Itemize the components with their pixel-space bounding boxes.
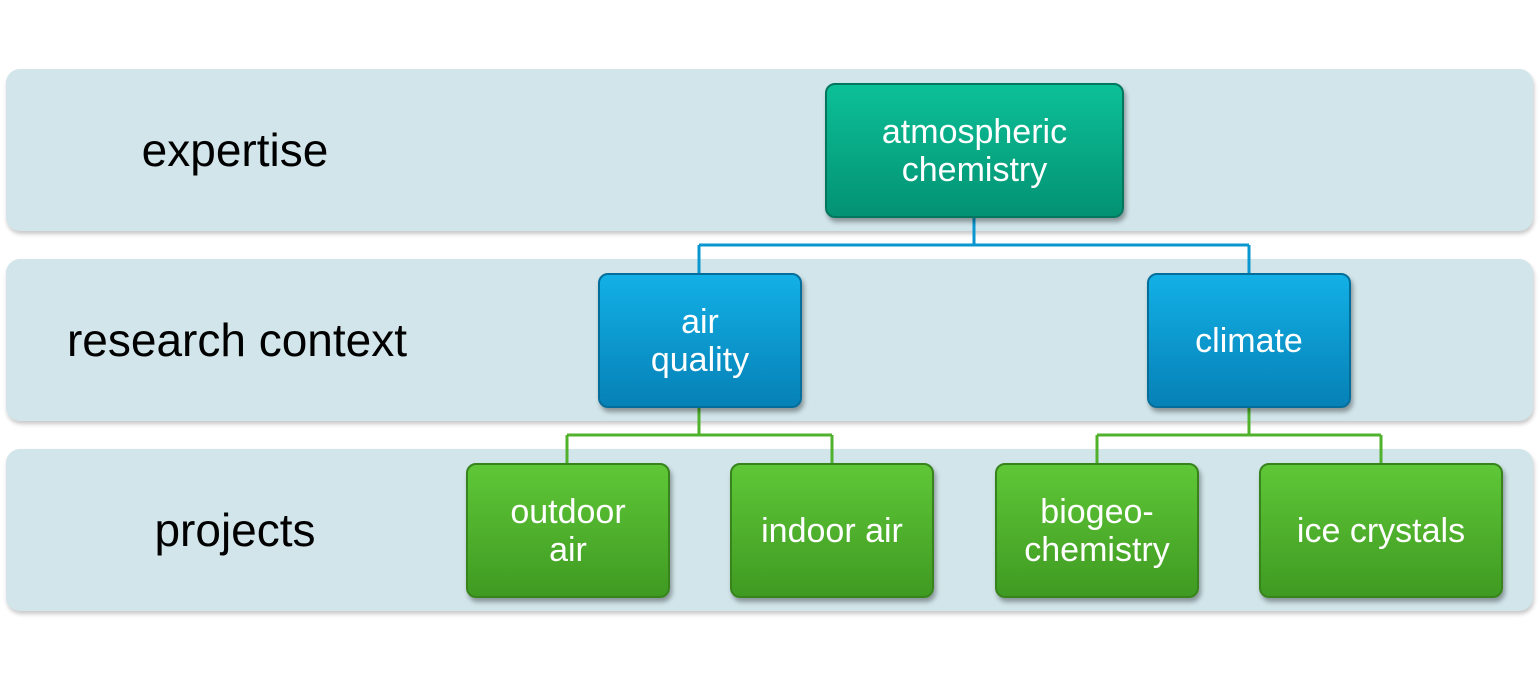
node-biogeochemistry-label: biogeo- chemistry	[1024, 492, 1170, 569]
node-air-quality: air quality	[598, 273, 802, 408]
node-biogeochemistry: biogeo- chemistry	[995, 463, 1199, 598]
node-ice-crystals-label: ice crystals	[1296, 511, 1466, 550]
node-outdoor-air: outdoor air	[466, 463, 670, 598]
project-connectors	[565, 408, 1383, 464]
band-label-expertise: expertise	[141, 124, 329, 176]
node-indoor-air: indoor air	[730, 463, 934, 598]
node-climate-label: climate	[1195, 321, 1303, 360]
node-atmospheric-chemistry-label: atmospheric chemistry	[881, 112, 1068, 189]
band-expertise	[6, 69, 1533, 231]
node-climate: climate	[1147, 273, 1351, 408]
node-outdoor-air-label: outdoor air	[510, 492, 626, 569]
node-indoor-air-label: indoor air	[761, 511, 903, 550]
node-ice-crystals: ice crystals	[1259, 463, 1503, 598]
context-connectors	[697, 218, 1251, 274]
node-atmospheric-chemistry: atmospheric chemistry	[825, 83, 1124, 218]
band-label-research-context: research context	[66, 314, 408, 366]
node-air-quality-label: air quality	[650, 302, 750, 379]
band-label-projects: projects	[154, 504, 316, 556]
